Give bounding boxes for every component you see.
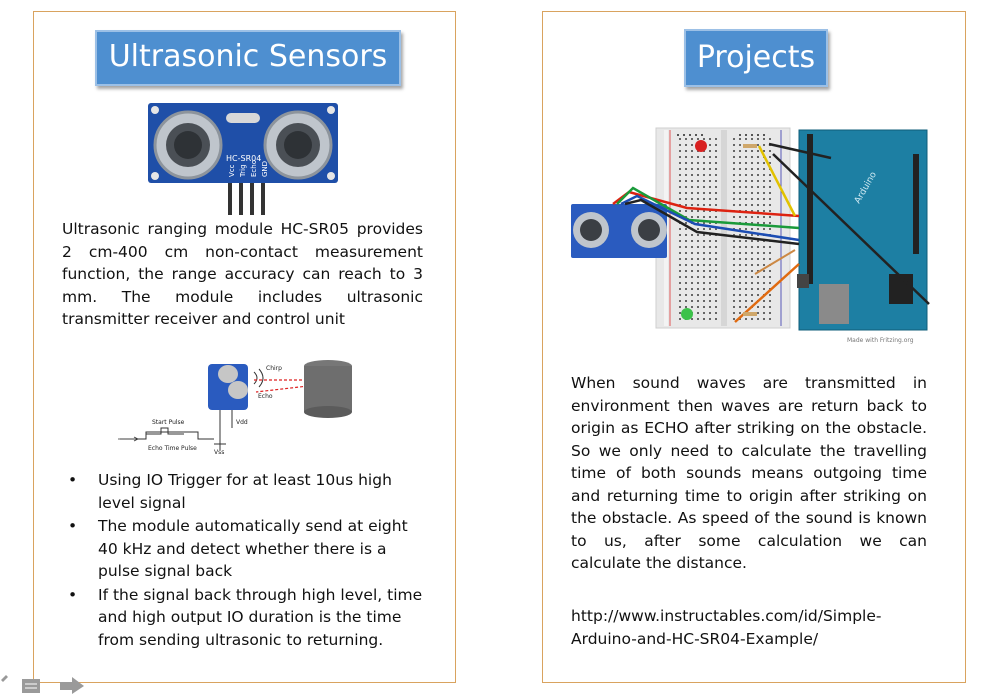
pin-label: Trig <box>239 164 247 178</box>
project-description: When sound waves are transmitted in envi… <box>571 374 927 572</box>
left-slide-panel: Ultrasonic Sensors HC-SR04 Vcc Trig Echo… <box>33 11 456 683</box>
right-slide-panel: Projects Arduino <box>542 11 966 683</box>
pen-icon[interactable] <box>1 675 8 682</box>
pin-label: Vcc <box>228 164 236 177</box>
pin-label: Echo <box>250 160 258 177</box>
slide-title: Projects <box>684 29 828 87</box>
start-pulse-label: Start Pulse <box>152 419 185 426</box>
ultrasonic-timing-diagram: Chirp Echo Vdd Vss Start Pulse Echo Time… <box>118 360 352 456</box>
vss-label: Vss <box>214 449 224 456</box>
echo-label: Echo <box>258 393 273 400</box>
feature-list: •Using IO Trigger for at least 10us high… <box>62 469 427 652</box>
list-item: •Using IO Trigger for at least 10us high… <box>68 471 392 512</box>
fritzing-credit: Made with Fritzing.org <box>847 337 914 344</box>
module-label: HC-SR04 <box>226 154 261 163</box>
vdd-label: Vdd <box>236 419 248 426</box>
slide-title: Ultrasonic Sensors <box>95 30 401 86</box>
pin-label: GND <box>261 161 269 177</box>
next-arrow-icon[interactable] <box>60 677 84 694</box>
echo-time-pulse-label: Echo Time Pulse <box>148 445 197 452</box>
hc-sr04-sensor-image: HC-SR04 Vcc Trig Echo GND <box>148 103 338 215</box>
slideshow-nav <box>0 674 100 694</box>
list-item: •The module automatically send at eight … <box>68 517 408 580</box>
reference-link[interactable]: http://www.instructables.com/id/Simple-A… <box>571 607 882 648</box>
sensor-description: Ultrasonic ranging module HC-SR05 provid… <box>62 220 423 328</box>
chirp-label: Chirp <box>266 365 282 372</box>
notes-icon[interactable] <box>22 679 40 693</box>
list-item: •If the signal back through high level, … <box>68 585 423 649</box>
fritzing-circuit-image: Arduino Made with Fritzing.org <box>571 127 930 344</box>
